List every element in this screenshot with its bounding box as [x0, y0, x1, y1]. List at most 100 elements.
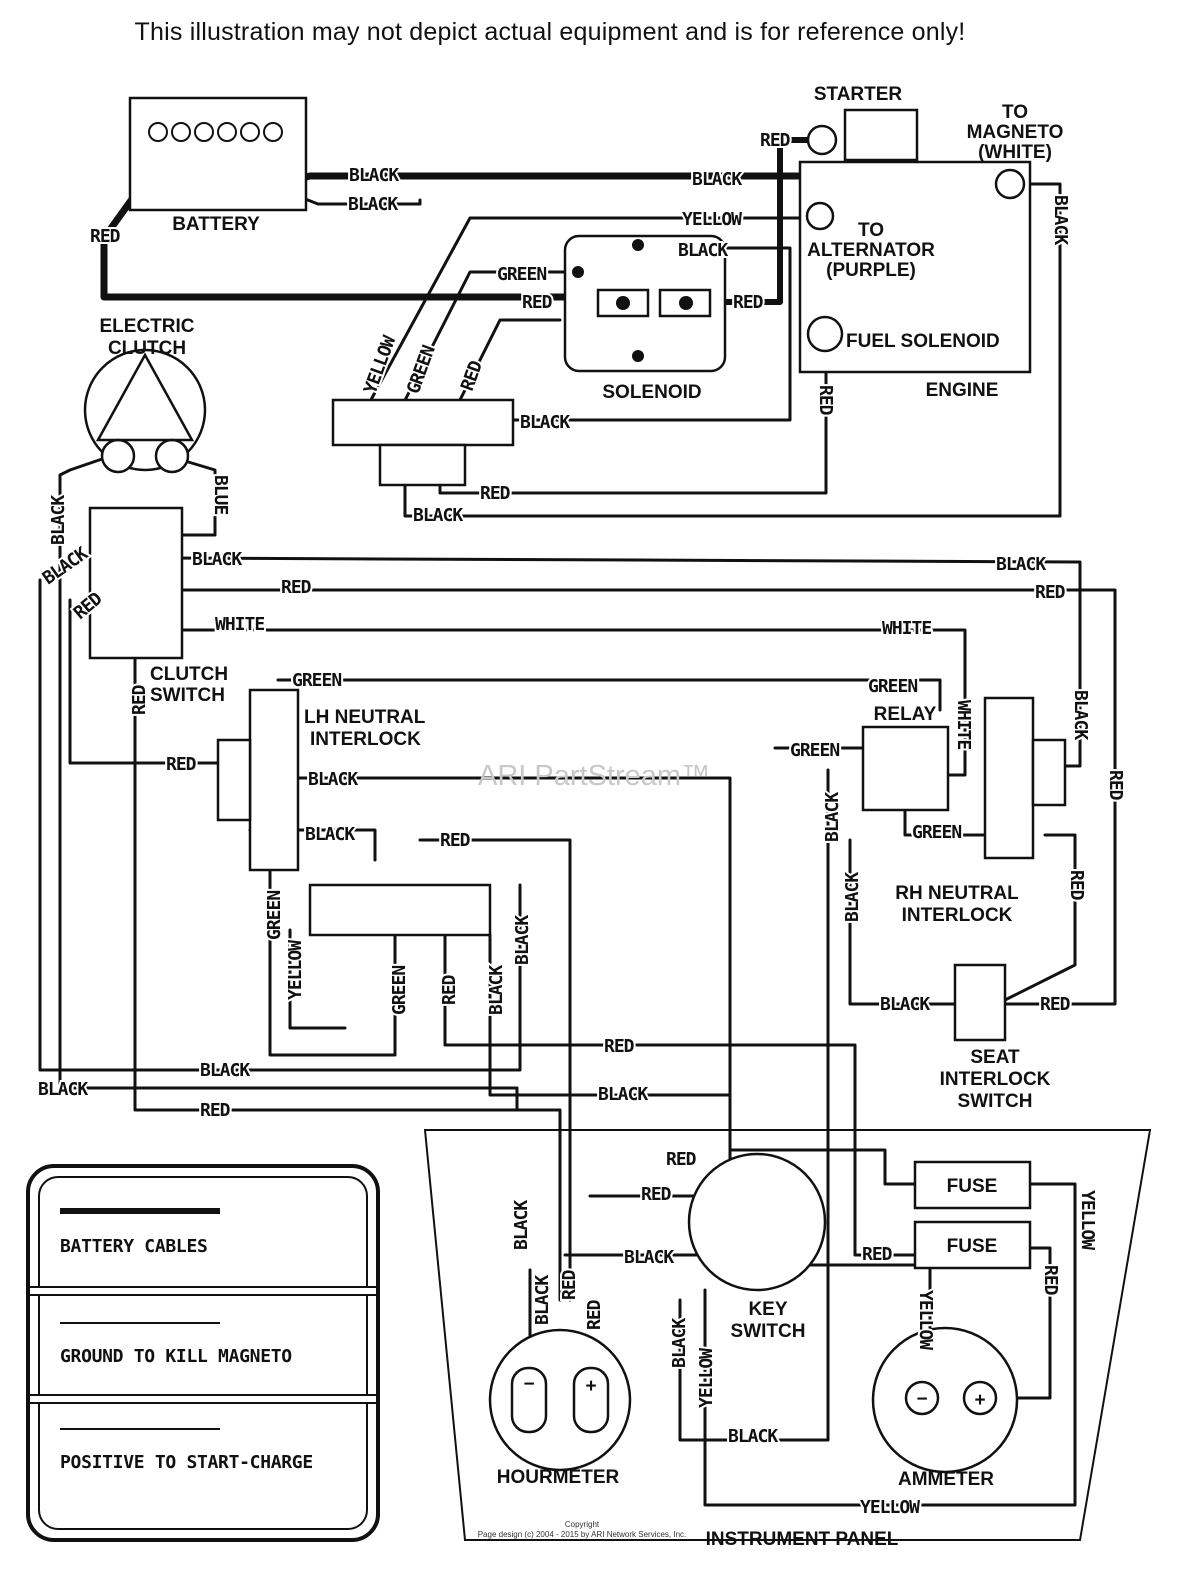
battery-box	[128, 96, 308, 212]
wire-label-green-relay-top: GREEN	[868, 676, 917, 697]
label-to-alternator-3: (PURPLE)	[826, 260, 916, 281]
battery-cable-red-starter	[687, 137, 813, 305]
hourmeter-minus-sign: −	[523, 1374, 534, 1395]
fuse-2-box	[913, 1220, 1032, 1270]
wire-green-relay2	[903, 803, 987, 837]
wire-black-hour2	[678, 1298, 732, 1442]
wire-label-black-key1: BLACK	[598, 1084, 648, 1105]
wire-black-main	[163, 556, 1082, 768]
wire-label-black-seat-v: BLACK	[842, 872, 863, 922]
wire-black-left	[38, 578, 522, 1072]
wire-label-black-hour-v: BLACK	[511, 1200, 532, 1250]
wire-label-yellow-key-v: YELLOW	[696, 1348, 717, 1408]
wire-label-red-ign2: RED	[480, 483, 511, 504]
wire-label-green-relay2: GREEN	[912, 822, 961, 843]
legend-label-positive: POSITIVE TO START-CHARGE	[60, 1452, 313, 1473]
solenoid-terminal-a	[632, 239, 644, 251]
wire-label-yellow-fuse: YELLOW	[1077, 1190, 1098, 1250]
legend-box: BATTERY CABLES GROUND TO KILL MAGNETO PO…	[26, 1164, 380, 1542]
ammeter-body	[871, 1326, 1019, 1474]
wire-label-red-starter: RED	[760, 130, 791, 151]
wire-label-green-relay: GREEN	[790, 740, 839, 761]
wire-label-black-key3-v: BLACK	[669, 1318, 690, 1368]
magneto-terminal	[994, 168, 1026, 200]
wire-black-lh3	[488, 933, 732, 1097]
label-hourmeter: HOURMETER	[497, 1467, 620, 1488]
label-key-switch-1: KEY	[748, 1299, 787, 1320]
wire-black-relay	[728, 768, 830, 1442]
wire-label-black-left2: BLACK	[38, 1079, 88, 1100]
clutch-terminal-left	[100, 438, 136, 474]
wire-red-lh3	[443, 933, 917, 1257]
label-lh-interlock-2: INTERLOCK	[310, 729, 421, 750]
wire-label-red-mid: RED	[604, 1036, 635, 1057]
wire-label-green-lh-v: GREEN	[264, 891, 285, 940]
legend-separator-1	[30, 1286, 376, 1296]
clutch-triangle	[95, 352, 195, 442]
key-switch-body	[687, 1152, 827, 1292]
wire-green-lh	[276, 678, 942, 712]
wire-label-black-relay-v: BLACK	[822, 792, 843, 842]
label-instrument-panel: INSTRUMENT PANEL	[706, 1529, 899, 1550]
wire-label-red-fuel: RED	[815, 385, 836, 416]
wire-label-white-main1: WHITE	[215, 614, 264, 635]
battery-cells	[148, 122, 283, 142]
wire-label-yellow-ign: YELLOW	[360, 333, 400, 397]
label-rh-interlock-1: RH NEUTRAL	[895, 883, 1019, 904]
label-electric-clutch-2: CLUTCH	[108, 338, 186, 359]
clutch-terminal-right	[154, 438, 190, 474]
wire-label-black-rh: BLACK	[1070, 690, 1091, 740]
rh-interlock-side	[1031, 738, 1067, 807]
wire-label-green-sol: GREEN	[497, 264, 546, 285]
wire-label-red-key1: RED	[666, 1149, 697, 1170]
wire-label-red-key2: RED	[641, 1184, 672, 1205]
wire-label-black-lh3-v: BLACK	[486, 965, 507, 1015]
wire-label-black-clutch2: BLACK	[39, 543, 92, 589]
label-lh-interlock-1: LH NEUTRAL	[304, 707, 426, 728]
wire-label-red-lh: RED	[166, 754, 197, 775]
wire-label-yellow-alt: YELLOW	[682, 209, 742, 230]
wire-label-red-left: RED	[200, 1100, 231, 1121]
wire-red-rh	[1003, 833, 1077, 1002]
label-fuse-1: FUSE	[947, 1176, 998, 1197]
wire-label-black-bottom: BLACK	[728, 1426, 778, 1447]
label-to-alternator-2: ALTERNATOR	[807, 240, 935, 261]
wire-label-black-ign: BLACK	[520, 412, 570, 433]
wire-label-red-ign: RED	[457, 358, 487, 394]
wire-label-red-sol2: RED	[733, 292, 764, 313]
legend-line-thin-2	[60, 1428, 220, 1430]
wire-label-green-lh2-v: GREEN	[389, 966, 410, 1015]
label-to-magneto-1: TO	[1002, 102, 1028, 123]
ammeter-plus-sign: +	[974, 1390, 985, 1411]
label-to-magneto-3: (WHITE)	[978, 142, 1052, 163]
hourmeter-plus-sign: +	[585, 1376, 596, 1397]
label-seat-2: INTERLOCK	[940, 1069, 1051, 1090]
wire-red-fuse2	[998, 1246, 1052, 1400]
label-relay: RELAY	[874, 704, 937, 725]
wire-label-white-relay: WHITE	[953, 700, 974, 749]
disclaimer-header: This illustration may not depict actual …	[134, 18, 966, 46]
wire-label-red-hour2-v: RED	[584, 1299, 605, 1330]
wire-label-black-bat1: BLACK	[349, 165, 399, 186]
legend-separator-2	[30, 1394, 376, 1404]
wire-label-blue-clutch: BLUE	[210, 475, 231, 515]
alternator-terminal	[805, 201, 835, 231]
wire-label-black-lh2: BLACK	[305, 824, 355, 845]
ammeter-minus-sign: −	[916, 1389, 927, 1410]
wire-label-yellow-amm-v: YELLOW	[915, 1290, 936, 1350]
wire-label-red-right: RED	[1105, 770, 1126, 801]
wire-label-red-hour-v: RED	[559, 1269, 580, 1300]
label-clutch-switch-2: SWITCH	[150, 685, 225, 706]
copyright-line-1: Copyright	[564, 1520, 600, 1529]
wire-label-black-key2: BLACK	[624, 1247, 674, 1268]
wire-label-black-main1: BLACK	[192, 549, 242, 570]
fuse-1-box	[913, 1160, 1032, 1210]
wire-label-black-sol: BLACK	[678, 240, 728, 261]
legend-inner	[38, 1176, 368, 1530]
instrument-panel-outline	[423, 1129, 1152, 1541]
label-ammeter: AMMETER	[898, 1469, 994, 1490]
lh-interlock-side	[216, 738, 252, 822]
clutch-switch-box	[88, 506, 184, 660]
solenoid-post-right	[658, 288, 712, 318]
fuel-solenoid-terminal	[806, 315, 844, 353]
